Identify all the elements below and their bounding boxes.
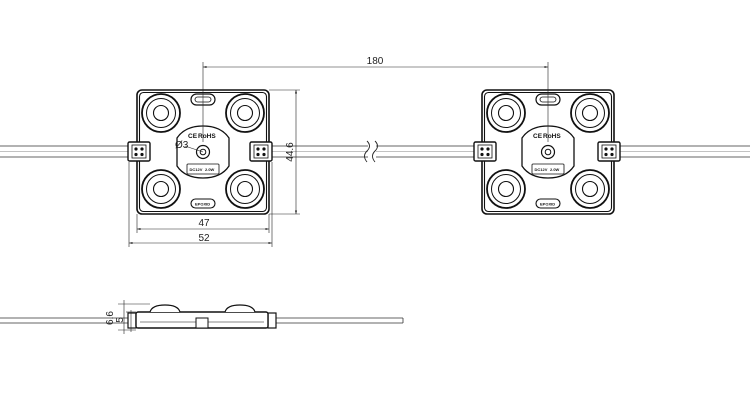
- dimension-hole-label: Ø3: [175, 140, 189, 151]
- wire-right: [614, 145, 750, 158]
- power-label: 2.0W: [550, 167, 560, 172]
- wire-break-symbol: [364, 140, 378, 163]
- brand-label: EPOXID: [540, 202, 555, 207]
- dimension-inner-width: 47: [136, 214, 270, 233]
- dimension-height: 44.6: [269, 89, 300, 215]
- connector-clip-2-right: [597, 141, 621, 162]
- rohs-mark: RoHS: [198, 133, 216, 140]
- connector-clip-2-left: [473, 141, 497, 162]
- dimension-hole: Ø3: [175, 140, 204, 153]
- dimension-pitch-label: 180: [367, 56, 384, 67]
- dimension-inner-width-label: 47: [198, 218, 210, 229]
- dimension-height-label: 44.6: [285, 142, 296, 162]
- ce-mark: CE: [188, 133, 198, 140]
- voltage-label: DC12V: [190, 167, 203, 172]
- ce-mark: CE: [533, 133, 543, 140]
- led-module-1: CE RoHS DC12V 2.0W EPOXID: [136, 89, 270, 215]
- dimension-outer-width: 52: [128, 162, 273, 247]
- wire-middle-left: [268, 145, 368, 158]
- dimension-outer-width-label: 52: [198, 233, 210, 244]
- brand-label: EPOXID: [195, 202, 210, 207]
- connector-clip-1-right: [249, 141, 273, 162]
- led-module-2: CE RoHS DC12V 2.0W EPOXID: [481, 89, 615, 215]
- dimension-side-base-label: 5: [115, 317, 126, 323]
- dimension-pitch: 180: [202, 56, 549, 142]
- wire-left: [0, 145, 132, 158]
- dimension-side-total: 6.6: [105, 300, 150, 334]
- dimension-side-base: 5: [115, 310, 136, 332]
- wire-middle-right: [376, 145, 480, 158]
- rohs-mark: RoHS: [543, 133, 561, 140]
- dimension-side-total-label: 6.6: [105, 311, 116, 325]
- voltage-label: DC12V: [535, 167, 548, 172]
- side-view: [0, 304, 404, 329]
- power-label: 2.0W: [205, 167, 215, 172]
- connector-clip-1-left: [127, 141, 151, 162]
